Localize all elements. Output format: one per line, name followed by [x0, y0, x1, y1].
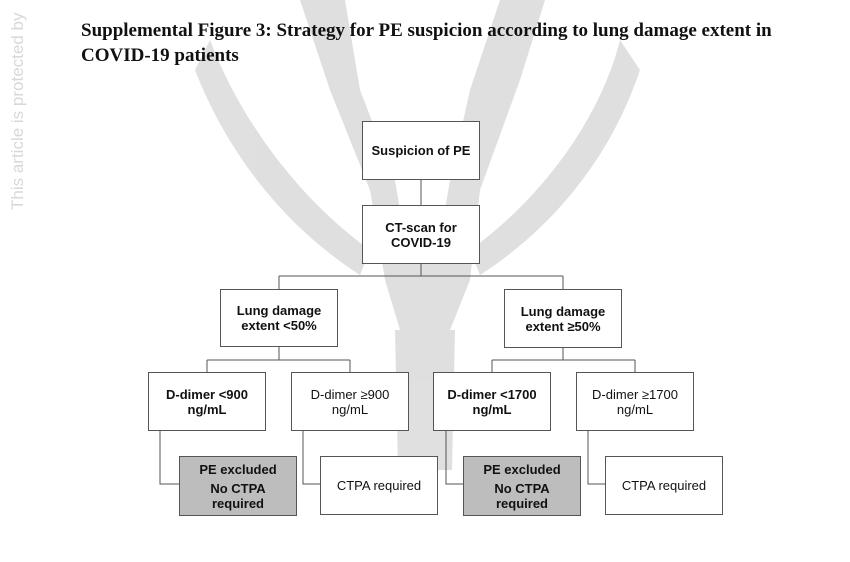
node-pe-excluded-right: PE excluded No CTPA required: [463, 456, 581, 516]
node-label-line1: D-dimer <1700: [447, 386, 537, 402]
node-label-line1: Lung damage: [520, 303, 606, 319]
node-label-line1: PE excluded: [199, 461, 277, 477]
node-label-line2: ng/mL: [472, 401, 512, 417]
node-label-line2: ng/mL: [616, 401, 654, 417]
node-label-line2: ng/mL: [331, 401, 369, 417]
node-ctpa-required-right: CTPA required: [605, 456, 723, 515]
node-ctpa-required-left: CTPA required: [320, 456, 438, 515]
node-label-line2: COVID-19: [391, 234, 451, 250]
node-label-line1: D-dimer <900: [165, 386, 248, 402]
node-label-line2: extent <50%: [241, 318, 317, 333]
node-label-line3: required: [495, 495, 548, 511]
figure-title: Supplemental Figure 3: Strategy for PE s…: [81, 20, 772, 66]
node-label-line1: D-dimer ≥1700: [592, 386, 678, 402]
node-ddimer-over-900: D-dimer ≥900 ng/mL: [291, 372, 409, 431]
node-label-line2: ng/mL: [187, 401, 227, 417]
node-label-line1: CT-scan for: [385, 219, 457, 235]
node-pe-excluded-left: PE excluded No CTPA required: [179, 456, 297, 516]
node-ddimer-over-1700: D-dimer ≥1700 ng/mL: [576, 372, 694, 431]
node-lung-damage-high: Lung damage extent ≥50%: [504, 289, 622, 348]
node-label-line1: Lung damage: [236, 303, 322, 318]
node-label-line2: extent ≥50%: [525, 318, 601, 334]
node-ct-scan: CT-scan for COVID-19: [362, 205, 480, 264]
node-ddimer-under-900: D-dimer <900 ng/mL: [148, 372, 266, 431]
node-ddimer-under-1700: D-dimer <1700 ng/mL: [433, 372, 551, 431]
node-label-line1: PE excluded: [483, 461, 561, 477]
node-label-line1: D-dimer ≥900: [310, 386, 390, 402]
node-label: Suspicion of PE: [371, 143, 471, 158]
node-lung-damage-low: Lung damage extent <50%: [220, 289, 338, 347]
node-label-line2: No CTPA: [494, 480, 550, 496]
node-label: CTPA required: [621, 478, 707, 493]
node-label-line2: No CTPA: [210, 480, 266, 496]
node-suspicion-of-pe: Suspicion of PE: [362, 121, 480, 180]
node-label: CTPA required: [336, 478, 422, 493]
node-label-line3: required: [211, 495, 264, 511]
